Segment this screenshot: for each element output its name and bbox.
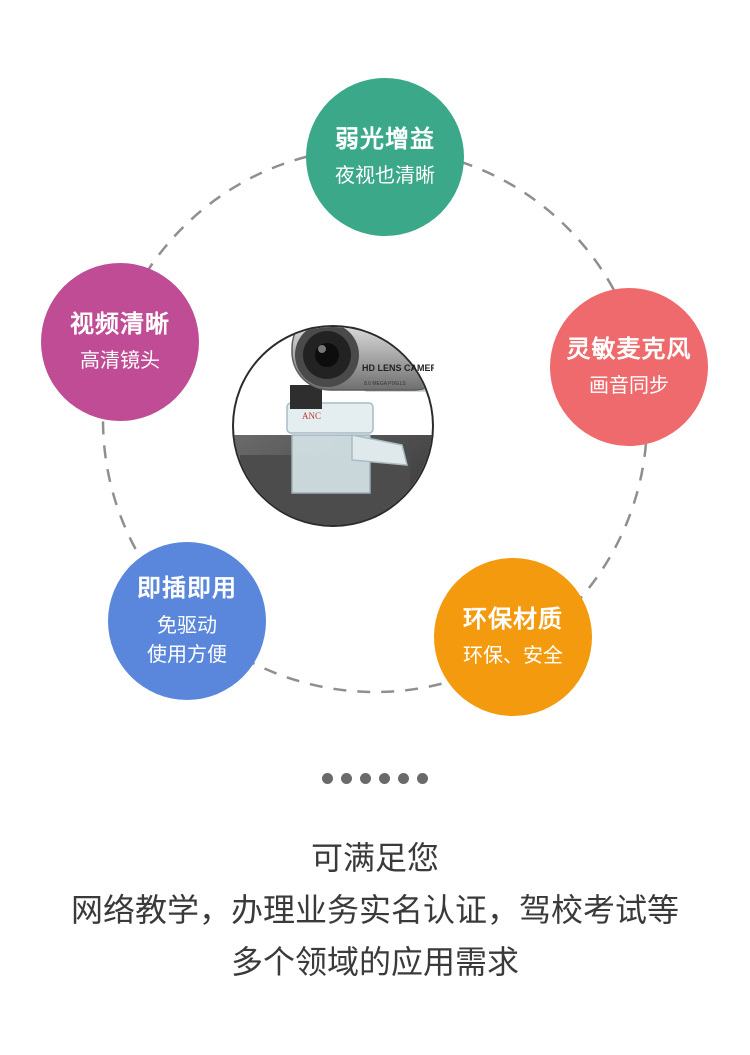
pagination-dots bbox=[322, 773, 428, 784]
feature-title: 灵敏麦克风 bbox=[566, 334, 692, 363]
webcam-photo: HD LENS CAMERA 8.0 MEGA PIXELS ANC bbox=[232, 325, 434, 527]
feature-bubble-microphone: 灵敏麦克风 画音同步 bbox=[550, 288, 708, 446]
feature-bubble-hd-video: 视频清晰 高清镜头 bbox=[41, 263, 199, 421]
feature-subtitle: 画音同步 bbox=[589, 373, 669, 398]
pagination-dot bbox=[322, 773, 333, 784]
brand-label: ANC bbox=[302, 411, 321, 421]
feature-bubble-plug-and-play: 即插即用 免驱动 使用方便 bbox=[108, 542, 266, 700]
feature-subtitle: 高清镜头 bbox=[80, 348, 160, 373]
caption-line-3: 多个领域的应用需求 bbox=[230, 943, 519, 981]
caption-line-2: 网络教学，办理业务实名认证，驾校考试等 bbox=[70, 891, 679, 929]
feature-subtitle: 免驱动 使用方便 bbox=[147, 612, 227, 666]
pagination-dot bbox=[379, 773, 390, 784]
feature-title: 即插即用 bbox=[137, 574, 237, 603]
megapixel-label: 8.0 MEGA PIXELS bbox=[364, 381, 406, 387]
feature-subtitle: 环保、安全 bbox=[463, 643, 563, 668]
caption-block: 可满足您 网络教学，办理业务实名认证，驾校考试等 多个领域的应用需求 bbox=[0, 832, 750, 988]
pagination-dot bbox=[417, 773, 428, 784]
pagination-dot bbox=[398, 773, 409, 784]
pagination-dot bbox=[341, 773, 352, 784]
lens-label: HD LENS CAMERA bbox=[362, 363, 434, 373]
caption-line-1: 可满足您 bbox=[310, 839, 439, 877]
feature-title: 弱光增益 bbox=[335, 124, 435, 153]
pagination-dot bbox=[360, 773, 371, 784]
feature-bubble-eco-material: 环保材质 环保、安全 bbox=[434, 558, 592, 716]
feature-bubble-low-light: 弱光增益 夜视也清晰 bbox=[306, 78, 464, 236]
feature-title: 环保材质 bbox=[463, 604, 563, 633]
feature-title: 视频清晰 bbox=[70, 309, 170, 338]
feature-subtitle: 夜视也清晰 bbox=[335, 163, 435, 188]
